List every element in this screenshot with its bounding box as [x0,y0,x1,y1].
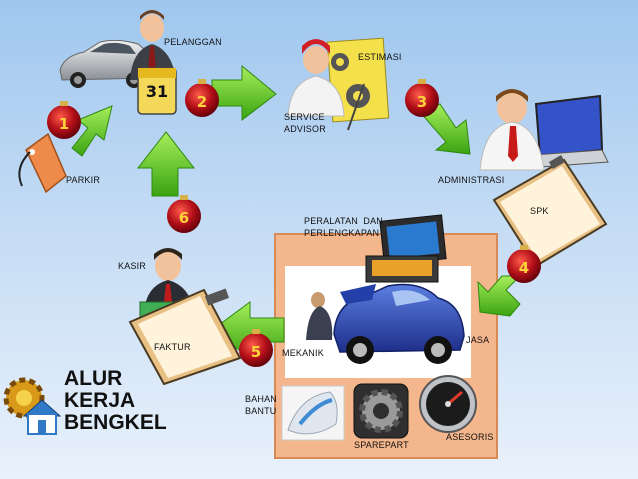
parking-tag-icon [18,132,67,194]
label-estimasi: ESTIMASI [358,52,402,62]
calendar-icon [137,67,177,115]
step-ball-6 [167,195,201,233]
label-jasa: JASA [466,335,490,345]
diagram-title: ALUR KERJA BENGKEL [64,368,167,434]
label-mekanik: MEKANIK [282,348,324,358]
toolbox-icon [365,214,447,283]
arrow-2-icon [211,64,277,122]
customer-car-icon [59,39,151,88]
invoice-clipboard-icon [128,288,242,386]
spk-clipboard-icon [492,155,608,268]
step-number-3: 3 [416,93,428,111]
label-peralatan-1: PERALATAN DAN [304,216,383,226]
title-line-3: BENGKEL [64,411,167,434]
step-ball-3 [405,79,439,117]
mechanic-car-icon [306,283,465,364]
step-number-5: 5 [250,343,262,361]
step-number-1: 1 [58,115,70,133]
accessories-gauge-icon [419,375,477,433]
arrow-4-icon [477,275,522,317]
label-asesoris: ASESORIS [446,432,494,442]
step-ball-5 [239,329,273,367]
label-faktur: FAKTUR [154,342,191,352]
service-advisor-icon [287,37,390,131]
step-number-6: 6 [178,209,190,227]
label-bahan-2: BANTU [245,406,277,416]
supplies-icon [281,385,345,441]
step-ball-1 [47,101,81,139]
workshop-logo-icon [3,377,62,435]
title-line-1: ALUR [64,367,123,390]
arrow-1-icon [71,105,113,157]
step-number-2: 2 [196,93,208,111]
label-sparepart: SPAREPART [354,440,409,450]
label-administrasi: ADMINISTRASI [438,175,505,185]
administration-icon [479,89,609,171]
label-service-advisor-1: SERVICE [284,112,325,122]
label-pelanggan: PELANGGAN [164,37,222,47]
arrow-3-icon [419,103,471,155]
label-kasir: KASIR [118,261,147,271]
label-peralatan-2: PERLENGKAPAN [304,228,380,238]
step-ball-2 [185,79,219,117]
calendar-date: 31 [145,82,169,101]
step-number-4: 4 [518,259,530,277]
label-parkir: PARKIR [66,175,101,185]
arrow-6-icon [136,131,196,197]
label-bahan-1: BAHAN [245,394,278,404]
step-ball-4 [507,245,541,283]
title-line-2: KERJA [64,389,136,412]
sparepart-icon [353,383,409,439]
label-service-advisor-2: ADVISOR [284,124,326,134]
label-spk: SPK [530,206,549,216]
